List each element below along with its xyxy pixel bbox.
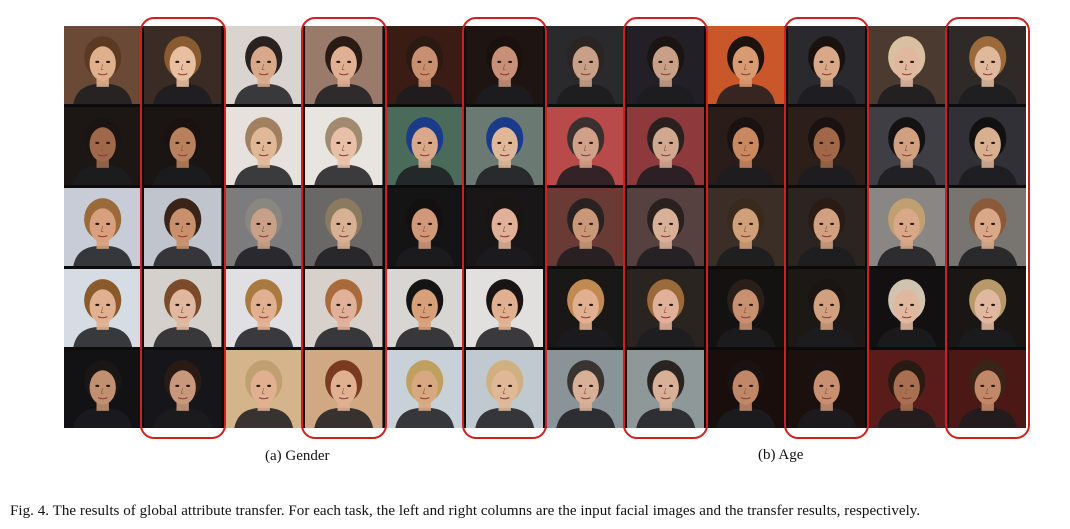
face-photo [948,107,1026,185]
face-photo [626,269,705,347]
face-photo [787,26,866,104]
face-photo [948,188,1026,266]
face-photo [948,26,1026,104]
face-photo [305,350,383,428]
face-photo [626,107,705,185]
face-photo [707,107,785,185]
face-photo [868,269,946,347]
face-photo [466,26,544,104]
face-photo [64,188,142,266]
face-photo [224,188,303,266]
face-photo [787,350,866,428]
face-photo [224,350,303,428]
face-photo [868,26,946,104]
face-photo [64,107,142,185]
face-photo [144,269,222,347]
face-photo [868,188,946,266]
face-photo [868,350,946,428]
subcaption-gender: (a) Gender [265,448,330,464]
face-photo [707,269,785,347]
face-photo [466,269,544,347]
face-photo [144,350,222,428]
face-photo [466,107,544,185]
face-photo [305,107,383,185]
face-photo [64,26,142,104]
face-photo [626,26,705,104]
face-photo [64,269,142,347]
face-photo [305,188,383,266]
face-photo [787,107,866,185]
face-photo [305,26,383,104]
face-photo [787,269,866,347]
face-photo [546,269,624,347]
face-photo [546,107,624,185]
face-photo [224,26,303,104]
face-photo [385,269,464,347]
face-photo [948,350,1026,428]
face-photo [385,26,464,104]
face-photo [224,269,303,347]
face-photo [546,26,624,104]
face-photo [546,350,624,428]
subcaption-age: (b) Age [758,447,804,463]
face-photo [707,26,785,104]
face-photo [64,350,142,428]
face-photo [707,188,785,266]
face-photo [385,188,464,266]
face-photo [626,350,705,428]
face-photo [305,269,383,347]
face-photo [144,26,222,104]
face-photo [466,350,544,428]
face-photo [144,188,222,266]
face-photo [224,107,303,185]
face-photo [948,269,1026,347]
face-photo [707,350,785,428]
face-photo [466,188,544,266]
face-image-grid [64,26,1026,428]
face-photo [787,188,866,266]
face-photo [385,350,464,428]
face-photo [626,188,705,266]
face-photo [868,107,946,185]
face-photo [144,107,222,185]
face-photo [546,188,624,266]
figure-caption: Fig. 4. The results of global attribute … [10,503,921,519]
face-photo [385,107,464,185]
